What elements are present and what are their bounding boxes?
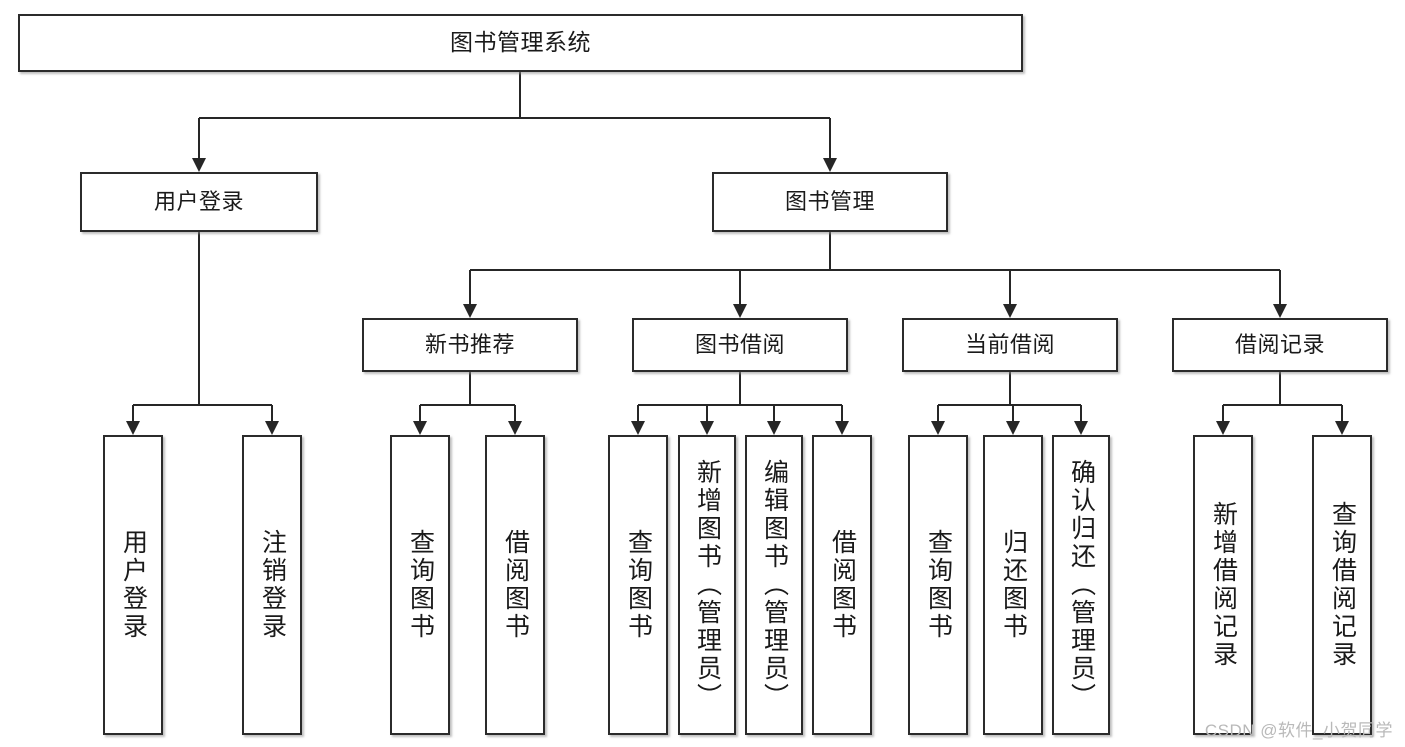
node-leaf-return-book[interactable]: 归还图书 (983, 435, 1043, 735)
node-leaf-logout[interactable]: 注销登录 (242, 435, 302, 735)
node-label: 图书管理 (784, 188, 875, 214)
csdn-watermark: CSDN @软件_小贺同学 (1204, 721, 1393, 740)
node-leaf-query-borrow-record[interactable]: 查询借阅记录 (1312, 435, 1372, 735)
node-leaf-query-book-current[interactable]: 查询图书 (908, 435, 968, 735)
node-label: 归还图书 (999, 529, 1028, 641)
node-label: 新增借阅记录 (1209, 501, 1238, 669)
node-label: 当前借阅 (964, 331, 1055, 357)
node-label: 用户登录 (119, 529, 148, 641)
node-label: 注销登录 (258, 529, 287, 641)
connector-bookmgmt-to-level3 (463, 232, 1287, 318)
node-book-borrow[interactable]: 图书借阅 (632, 318, 848, 372)
node-label: 新书推荐 (424, 331, 515, 357)
node-leaf-borrow-book[interactable]: 借阅图书 (812, 435, 872, 735)
node-label: 编辑图书（管理员） (760, 459, 789, 711)
node-current-borrow[interactable]: 当前借阅 (902, 318, 1118, 372)
connector-userlogin-to-leaves (126, 232, 279, 435)
connector-root-to-level2 (192, 72, 837, 172)
node-leaf-query-book-recommend[interactable]: 查询图书 (390, 435, 450, 735)
node-label: 查询图书 (406, 529, 435, 641)
node-book-management[interactable]: 图书管理 (712, 172, 948, 232)
node-label: 新增图书（管理员） (693, 459, 722, 711)
node-label: 图书借阅 (694, 331, 785, 357)
connector-borrowrecord-to-leaves (1216, 372, 1349, 435)
node-label: 查询借阅记录 (1328, 501, 1357, 669)
node-label: 确认归还（管理员） (1067, 459, 1096, 711)
node-new-book-recommend[interactable]: 新书推荐 (362, 318, 578, 372)
node-label: 借阅图书 (828, 529, 857, 641)
node-label: 借阅图书 (501, 529, 530, 641)
node-label: 查询图书 (624, 529, 653, 641)
node-leaf-confirm-return-admin[interactable]: 确认归还（管理员） (1052, 435, 1110, 735)
node-leaf-add-book-admin[interactable]: 新增图书（管理员） (678, 435, 736, 735)
node-label: 借阅记录 (1234, 331, 1325, 357)
node-label: 查询图书 (924, 529, 953, 641)
node-leaf-query-book-borrow[interactable]: 查询图书 (608, 435, 668, 735)
node-borrow-record[interactable]: 借阅记录 (1172, 318, 1388, 372)
connector-bookborrow-to-leaves (631, 372, 849, 435)
connector-newbook-to-leaves (413, 372, 522, 435)
node-leaf-borrow-book-recommend[interactable]: 借阅图书 (485, 435, 545, 735)
node-label: 用户登录 (153, 188, 244, 214)
node-root-system[interactable]: 图书管理系统 (18, 14, 1023, 72)
connector-currentborrow-to-leaves (931, 372, 1088, 435)
node-label: 图书管理系统 (450, 29, 591, 56)
node-user-login[interactable]: 用户登录 (80, 172, 318, 232)
node-leaf-add-borrow-record[interactable]: 新增借阅记录 (1193, 435, 1253, 735)
node-leaf-user-login[interactable]: 用户登录 (103, 435, 163, 735)
node-leaf-edit-book-admin[interactable]: 编辑图书（管理员） (745, 435, 803, 735)
